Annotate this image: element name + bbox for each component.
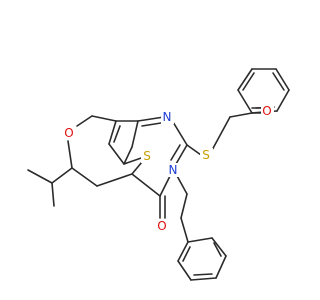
bond <box>237 68 253 91</box>
bond <box>180 217 189 243</box>
bond <box>51 182 55 207</box>
atom-label: O <box>262 104 271 118</box>
bond <box>131 120 139 148</box>
atom-label-layer: S N S O O N O <box>63 104 274 233</box>
bond <box>215 255 227 279</box>
structure-canvas: S N S O O N O <box>27 68 290 281</box>
molecule-structure: S N S O O N O <box>27 68 290 281</box>
bond <box>242 72 255 91</box>
atom-label: O <box>157 219 166 233</box>
bond <box>159 173 172 197</box>
bond <box>91 115 117 122</box>
bond <box>229 112 253 118</box>
bond <box>276 89 290 112</box>
atom-oxygen-ketone: O <box>261 104 274 118</box>
bond <box>113 125 121 143</box>
atom-label: O <box>64 126 73 140</box>
bond <box>71 167 98 187</box>
bond <box>193 273 213 276</box>
atom-label: N <box>163 110 172 124</box>
bond <box>67 140 73 169</box>
bond <box>186 144 202 156</box>
bond <box>170 144 181 161</box>
atom-sulfur-thioether: S <box>200 148 213 162</box>
bond <box>187 237 213 243</box>
bond <box>175 144 188 165</box>
atom-nitrogen-ring: N <box>161 110 174 124</box>
bond <box>108 120 117 145</box>
bond <box>182 246 191 262</box>
bond <box>213 242 222 257</box>
bond <box>211 237 227 257</box>
bond <box>108 143 125 165</box>
bond-layer <box>27 68 290 281</box>
bond <box>272 72 285 91</box>
bond <box>237 89 253 114</box>
atom-sulfur-thiophene: S <box>141 149 154 163</box>
bond <box>76 115 93 127</box>
bond <box>177 241 189 262</box>
bond <box>137 116 165 122</box>
atom-label: S <box>143 149 151 163</box>
atom-label: N <box>169 163 178 177</box>
bond <box>141 122 162 127</box>
bond <box>123 146 133 165</box>
bond <box>177 260 192 281</box>
bond <box>180 193 188 219</box>
atom-label: S <box>202 148 210 162</box>
bond <box>210 116 231 153</box>
bond <box>131 173 161 197</box>
bond <box>175 173 188 195</box>
bond <box>275 68 290 91</box>
bond <box>96 173 133 187</box>
atom-oxygen-carbonyl: O <box>156 219 169 233</box>
atom-oxygen-pyran: O <box>63 126 76 140</box>
bond <box>27 169 53 184</box>
bond <box>190 277 217 281</box>
atom-nitrogen-benzyl: N <box>167 163 180 177</box>
bond <box>51 167 73 184</box>
